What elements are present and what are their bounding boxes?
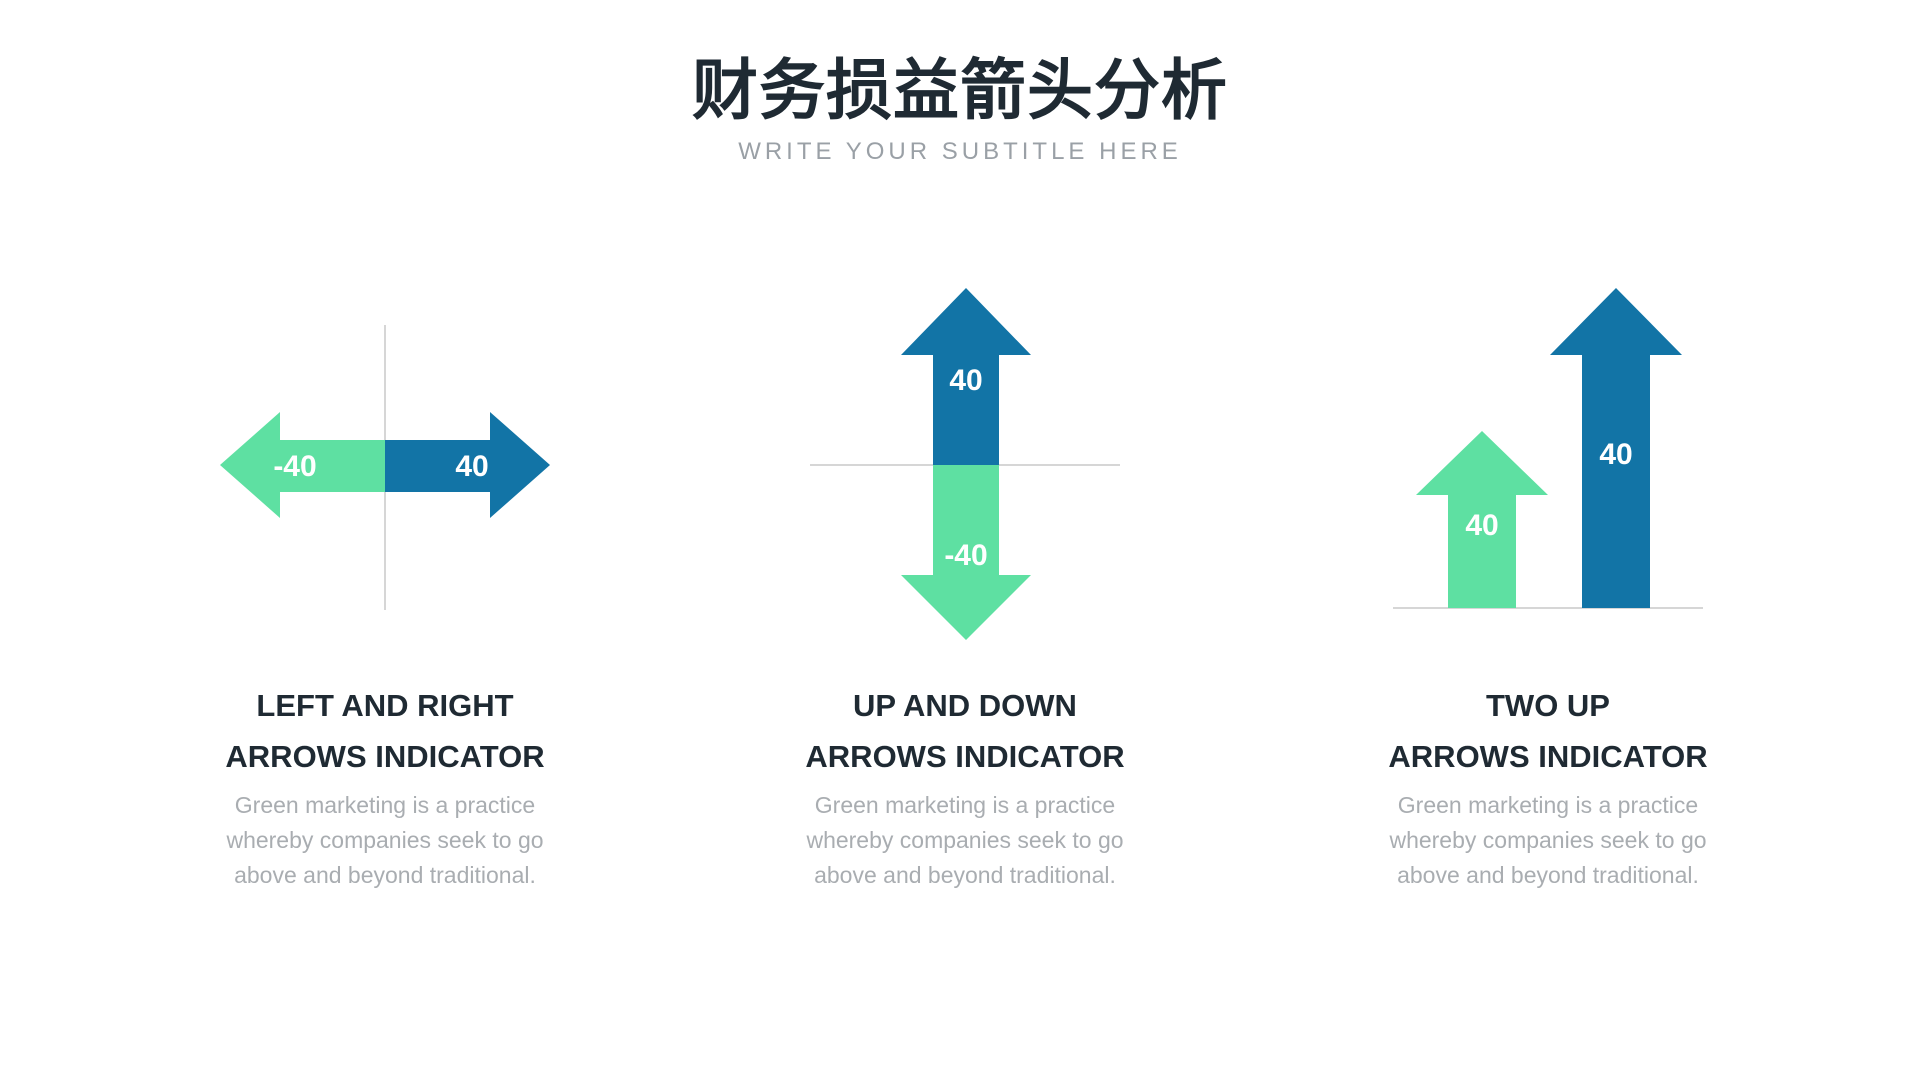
caption-description: Green marketing is a practice whereby co… [755,788,1175,893]
up-arrow-value: 40 [949,364,982,397]
desc-line: whereby companies seek to go [1389,827,1707,853]
panel-two-up: 40 40 [1338,285,1758,655]
caption-left-right: LEFT AND RIGHT ARROWS INDICATOR Green ma… [175,680,595,893]
small-arrow-value: 40 [1465,509,1498,542]
caption-title-line2: ARROWS INDICATOR [1388,739,1708,774]
desc-line: above and beyond traditional. [234,862,536,888]
caption-title-line2: ARROWS INDICATOR [805,739,1125,774]
caption-description: Green marketing is a practice whereby co… [1338,788,1758,893]
desc-line: Green marketing is a practice [814,792,1116,818]
right-arrow-value: 40 [455,450,488,483]
left-arrow [220,412,385,518]
caption-title-line1: TWO UP [1486,688,1610,723]
up-down-arrows-graphic: 40 -40 [810,288,1120,640]
small-up-arrow [1416,431,1548,608]
caption-title-line1: LEFT AND RIGHT [256,688,514,723]
left-right-arrows-graphic: -40 40 [220,325,550,610]
desc-line: whereby companies seek to go [806,827,1124,853]
two-up-arrows-graphic: 40 40 [1393,288,1703,609]
desc-line: whereby companies seek to go [226,827,544,853]
panel-up-down: 40 -40 [750,285,1170,655]
caption-description: Green marketing is a practice whereby co… [175,788,595,893]
desc-line: Green marketing is a practice [1397,792,1699,818]
desc-line: Green marketing is a practice [234,792,536,818]
tall-arrow-value: 40 [1599,438,1632,471]
caption-title-line1: UP AND DOWN [853,688,1077,723]
panel-left-right: -40 40 [175,285,595,655]
desc-line: above and beyond traditional. [1397,862,1699,888]
right-arrow [385,412,550,518]
caption-two-up: TWO UP ARROWS INDICATOR Green marketing … [1338,680,1758,893]
caption-up-down: UP AND DOWN ARROWS INDICATOR Green marke… [755,680,1175,893]
left-arrow-value: -40 [273,450,316,483]
tall-up-arrow [1550,288,1682,608]
caption-title-line2: ARROWS INDICATOR [225,739,545,774]
page-subtitle: WRITE YOUR SUBTITLE HERE [738,138,1182,165]
header: 财务损益箭头分析 WRITE YOUR SUBTITLE HERE [0,50,1920,166]
down-arrow-value: -40 [944,539,987,572]
up-arrow [901,288,1031,465]
down-arrow [901,465,1031,640]
page-title: 财务损益箭头分析 [692,52,1228,129]
desc-line: above and beyond traditional. [814,862,1116,888]
